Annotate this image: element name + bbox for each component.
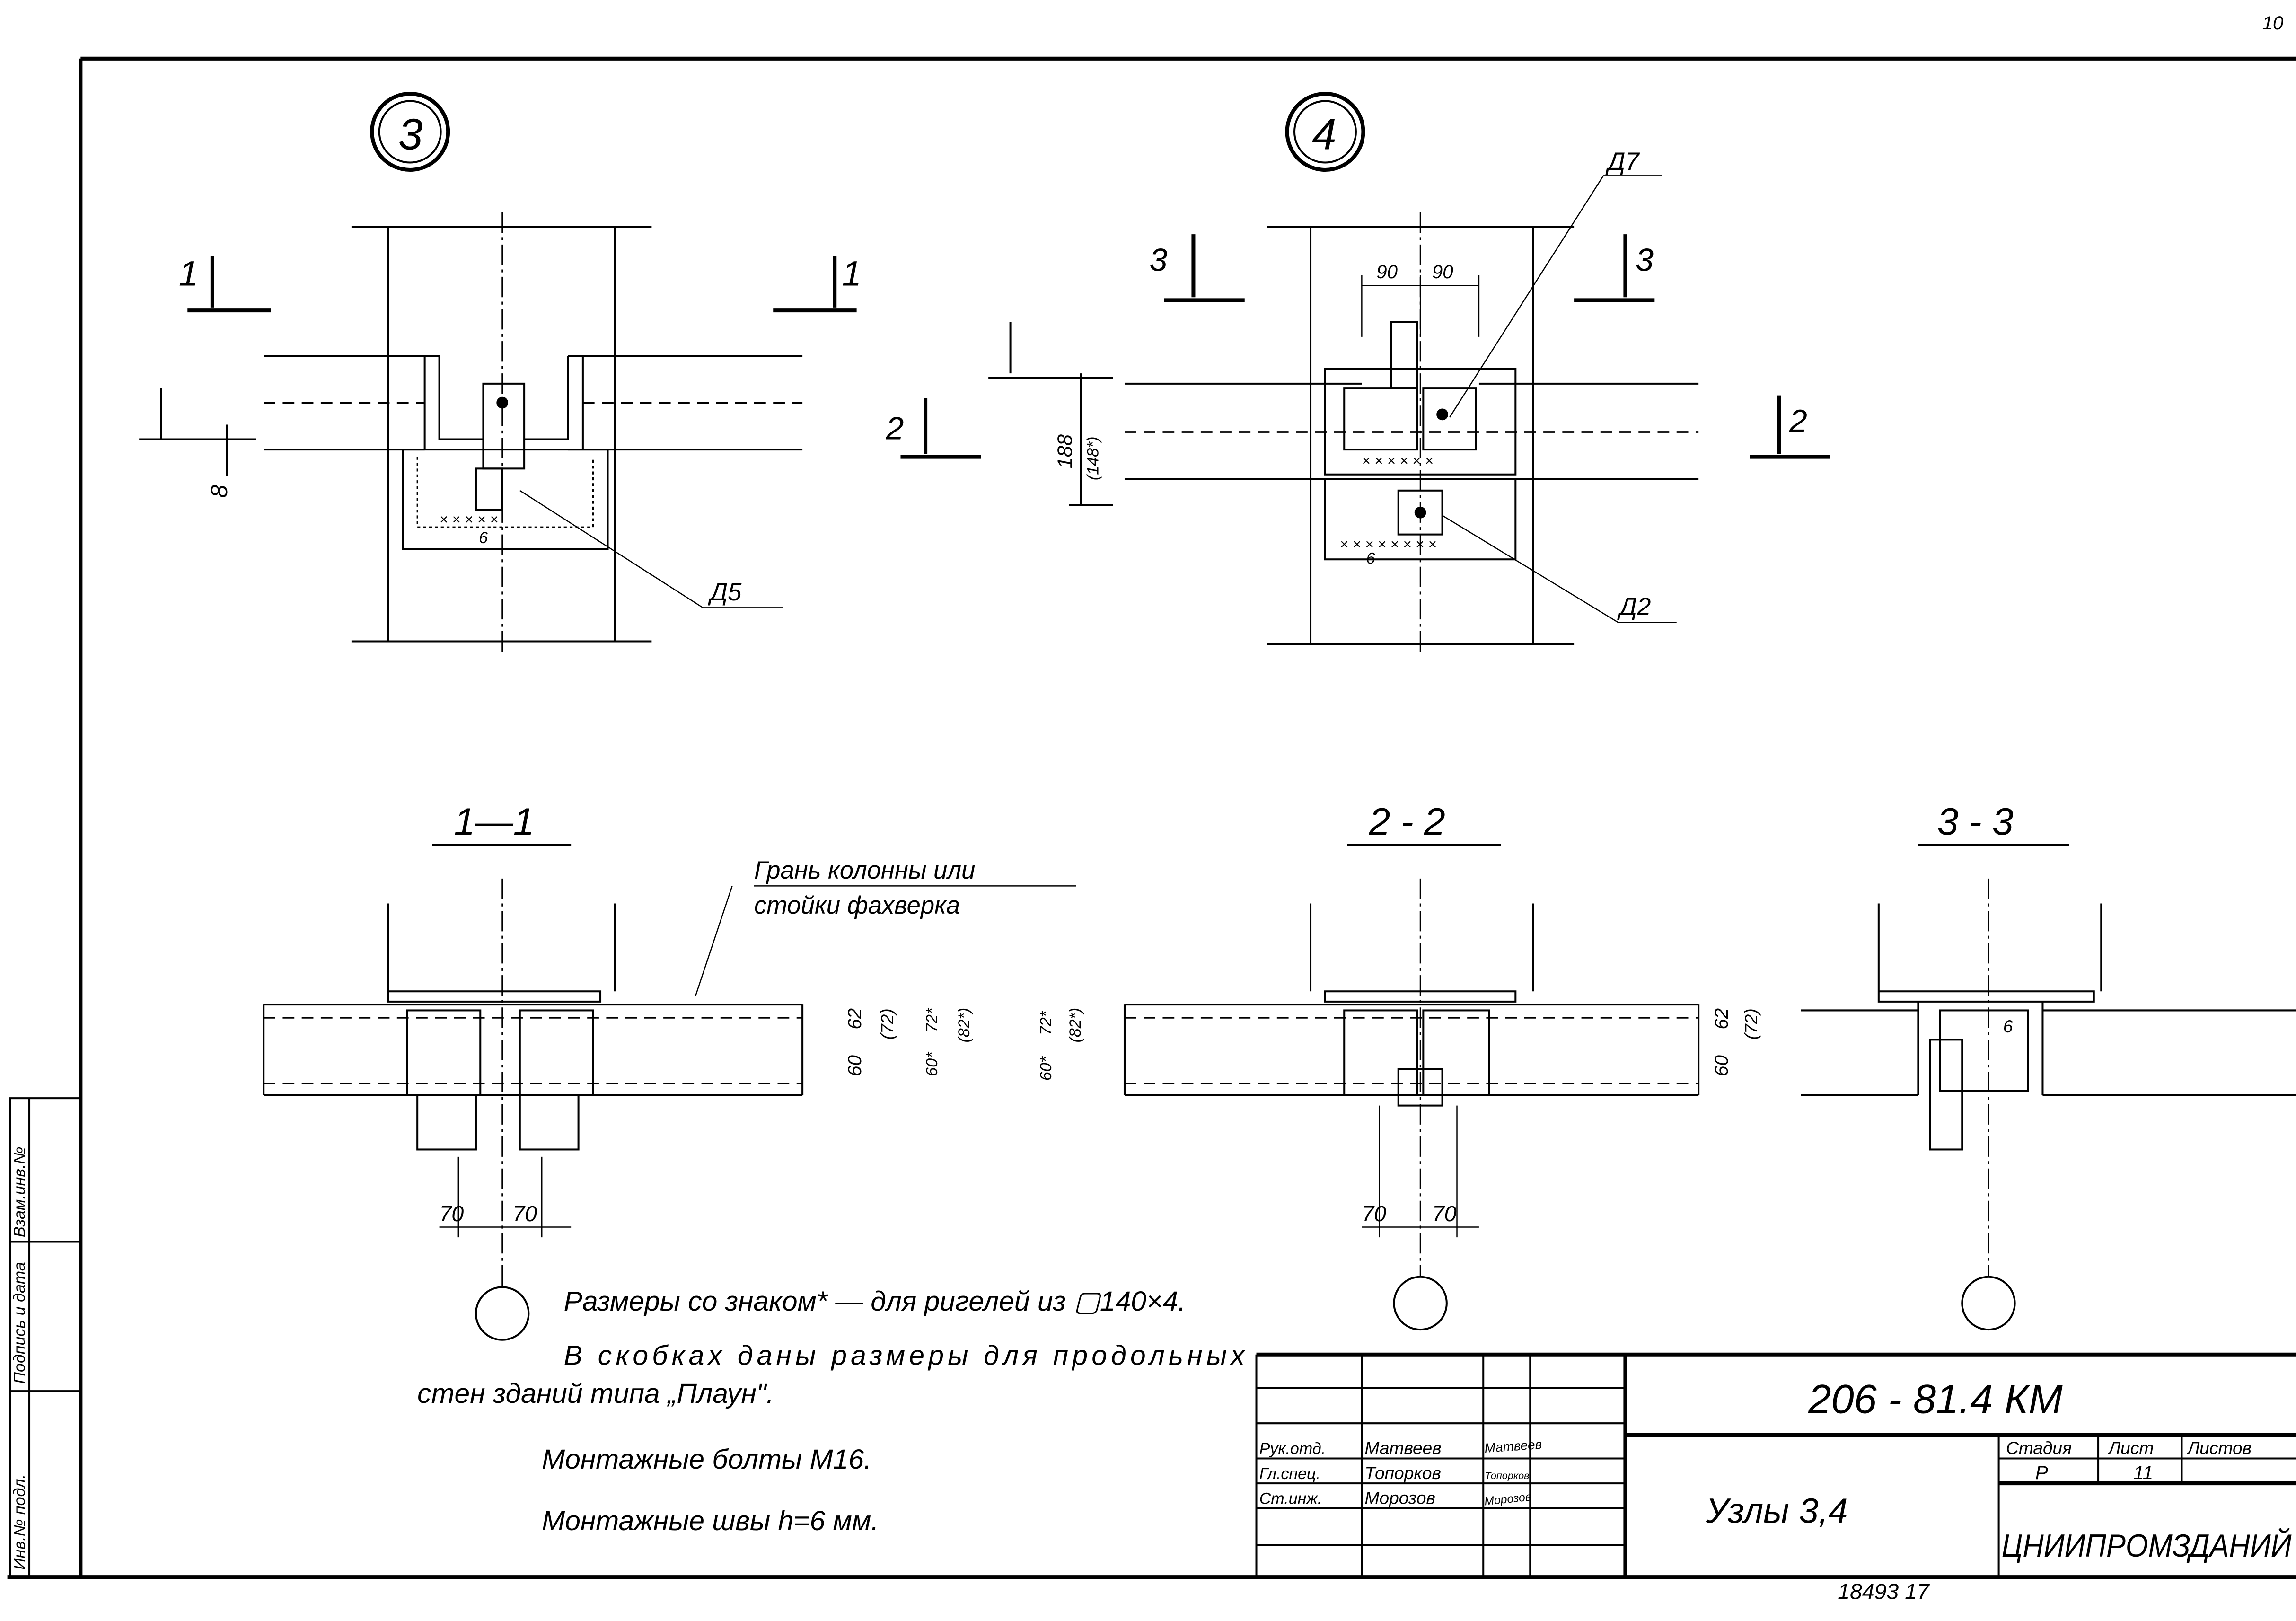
section-mark-2-right: 2 (1789, 403, 1807, 439)
signer-1-name: Матвеев (1365, 1438, 1442, 1458)
stage-header: Стадия (2006, 1438, 2072, 1458)
archive-number: 18493 17 (1838, 1579, 1930, 1604)
signer-3-role: Ст.инж. (1259, 1489, 1322, 1507)
node-4-weld: 6 (1366, 550, 1375, 568)
section-mark-2-left: 2 (886, 410, 904, 446)
section-3-3-title: 3 - 3 (1937, 801, 2014, 843)
s11-bolt-dim-a: 70 (440, 1201, 464, 1226)
s22-bolt-dim-a: 70 (1362, 1201, 1386, 1226)
sheet-header: Лист (2108, 1438, 2154, 1458)
signer-2-signature: Топорков (1485, 1470, 1529, 1481)
note-2: В скобках даны размеры для продольных (564, 1340, 1246, 1371)
sheet-number: 10 (2262, 12, 2284, 34)
section-mark-3-right: 3 (1636, 242, 1654, 278)
node-3-part: Д5 (708, 578, 742, 606)
section-1-1: 1—1 70 70 60 62 (72) 60* 72* (82*) Грань… (263, 801, 1076, 1341)
section-1-1-title: 1—1 (454, 801, 535, 843)
s22-bolt-dim-b: 70 (1432, 1201, 1457, 1226)
leader-note-line1: Грань колонны или (754, 856, 975, 884)
node-4-part-bottom: Д2 (1617, 593, 1651, 621)
svg-text:× × × × × ×: × × × × × × (1362, 452, 1433, 469)
s22-dim-72: (72) (1741, 1008, 1761, 1040)
node-3-plan: 3 × × × × × 6 Д5 1 1 8 (139, 92, 862, 652)
section-2-2-title: 2 - 2 (1369, 801, 1445, 843)
left-approval-strip: Инв.№ подл. Подпись и дата Взам.инв.№ (9, 1097, 82, 1578)
section-mark-1-left: 1 (179, 254, 198, 293)
signer-1-role: Рук.отд. (1259, 1440, 1326, 1458)
section-2-2: 2 - 2 70 70 60* 72* (82*) 60 62 (72) (1037, 801, 1761, 1331)
s11-dim-62: 62 (844, 1008, 865, 1030)
node-3-weld: 6 (479, 529, 488, 547)
s22-dim-72s: 72* (1037, 1010, 1055, 1035)
node-4-dim-b: 90 (1432, 261, 1453, 282)
strip-inv-no: Инв.№ подл. (11, 1474, 29, 1570)
s11-dim-72: (72) (877, 1008, 897, 1040)
note-3: стен зданий типа „Плаун". (417, 1378, 774, 1409)
s11-dim-60: 60 (844, 1055, 865, 1076)
s11-bolt-dim-b: 70 (512, 1201, 537, 1226)
node-3-gap-dim: 8 (206, 485, 232, 498)
svg-text:× × × × ×: × × × × × (440, 511, 499, 528)
section-mark-1-right: 1 (842, 254, 862, 293)
s11-dim-72s: 72* (923, 1007, 941, 1032)
node-4-part-top: Д7 (1605, 148, 1640, 176)
node-4-dim-height-alt: (148*) (1084, 436, 1102, 480)
s22-dim-62: 62 (1711, 1008, 1732, 1030)
doc-code: 206 - 81.4 КМ (1808, 1377, 2063, 1422)
leader-note-line2: стойки фахверка (754, 891, 960, 919)
node-4-plan: 4 × × × × × × × × × × × × × × 6 Д7 Д2 90… (886, 92, 1830, 652)
s11-dim-60s: 60* (923, 1051, 941, 1076)
stage-value: Р (2035, 1462, 2048, 1483)
signer-3-signature: Морозов (1484, 1490, 1532, 1508)
sheet-value: 11 (2133, 1462, 2153, 1483)
s22-dim-60s: 60* (1037, 1056, 1055, 1081)
general-notes: Размеры со знаком* — для ригелей из ▢140… (417, 1286, 1246, 1536)
strip-signature-date: Подпись и дата (11, 1262, 29, 1383)
s33-weld: 6 (2003, 1016, 2013, 1036)
note-5: Монтажные швы h=6 мм. (542, 1506, 879, 1536)
node-4-dim-a: 90 (1376, 261, 1398, 282)
signer-3-name: Морозов (1365, 1488, 1435, 1507)
node-4-dim-height: 188 (1054, 434, 1077, 468)
signer-2-name: Топорков (1365, 1463, 1441, 1483)
node-4-label: 4 (1312, 110, 1337, 159)
signer-2-role: Гл.спец. (1259, 1465, 1320, 1483)
node-3-label: 3 (398, 110, 423, 159)
organization: ЦНИИПРОМЗДАНИЙ (2002, 1527, 2292, 1564)
s22-dim-82s: (82*) (1066, 1008, 1084, 1043)
s22-dim-60: 60 (1711, 1055, 1732, 1076)
strip-replace-inv: Взам.инв.№ (11, 1147, 29, 1238)
note-4: Монтажные болты М16. (542, 1444, 871, 1475)
signer-1-signature: Матвеев (1484, 1437, 1542, 1455)
sheets-header: Листов (2187, 1438, 2252, 1458)
section-3-3: 3 - 3 6 (1801, 801, 2296, 1331)
s11-dim-82s: (82*) (955, 1008, 973, 1043)
title-block: 206 - 81.4 КМ Узлы 3,4 Рук.отд. Матвеев … (1255, 1352, 2296, 1577)
svg-text:× × × × × × × ×: × × × × × × × × (1340, 536, 1437, 553)
note-1: Размеры со знаком* — для ригелей из ▢140… (564, 1286, 1186, 1317)
section-mark-3-left: 3 (1150, 242, 1168, 278)
drawing-title: Узлы 3,4 (1706, 1491, 1848, 1531)
